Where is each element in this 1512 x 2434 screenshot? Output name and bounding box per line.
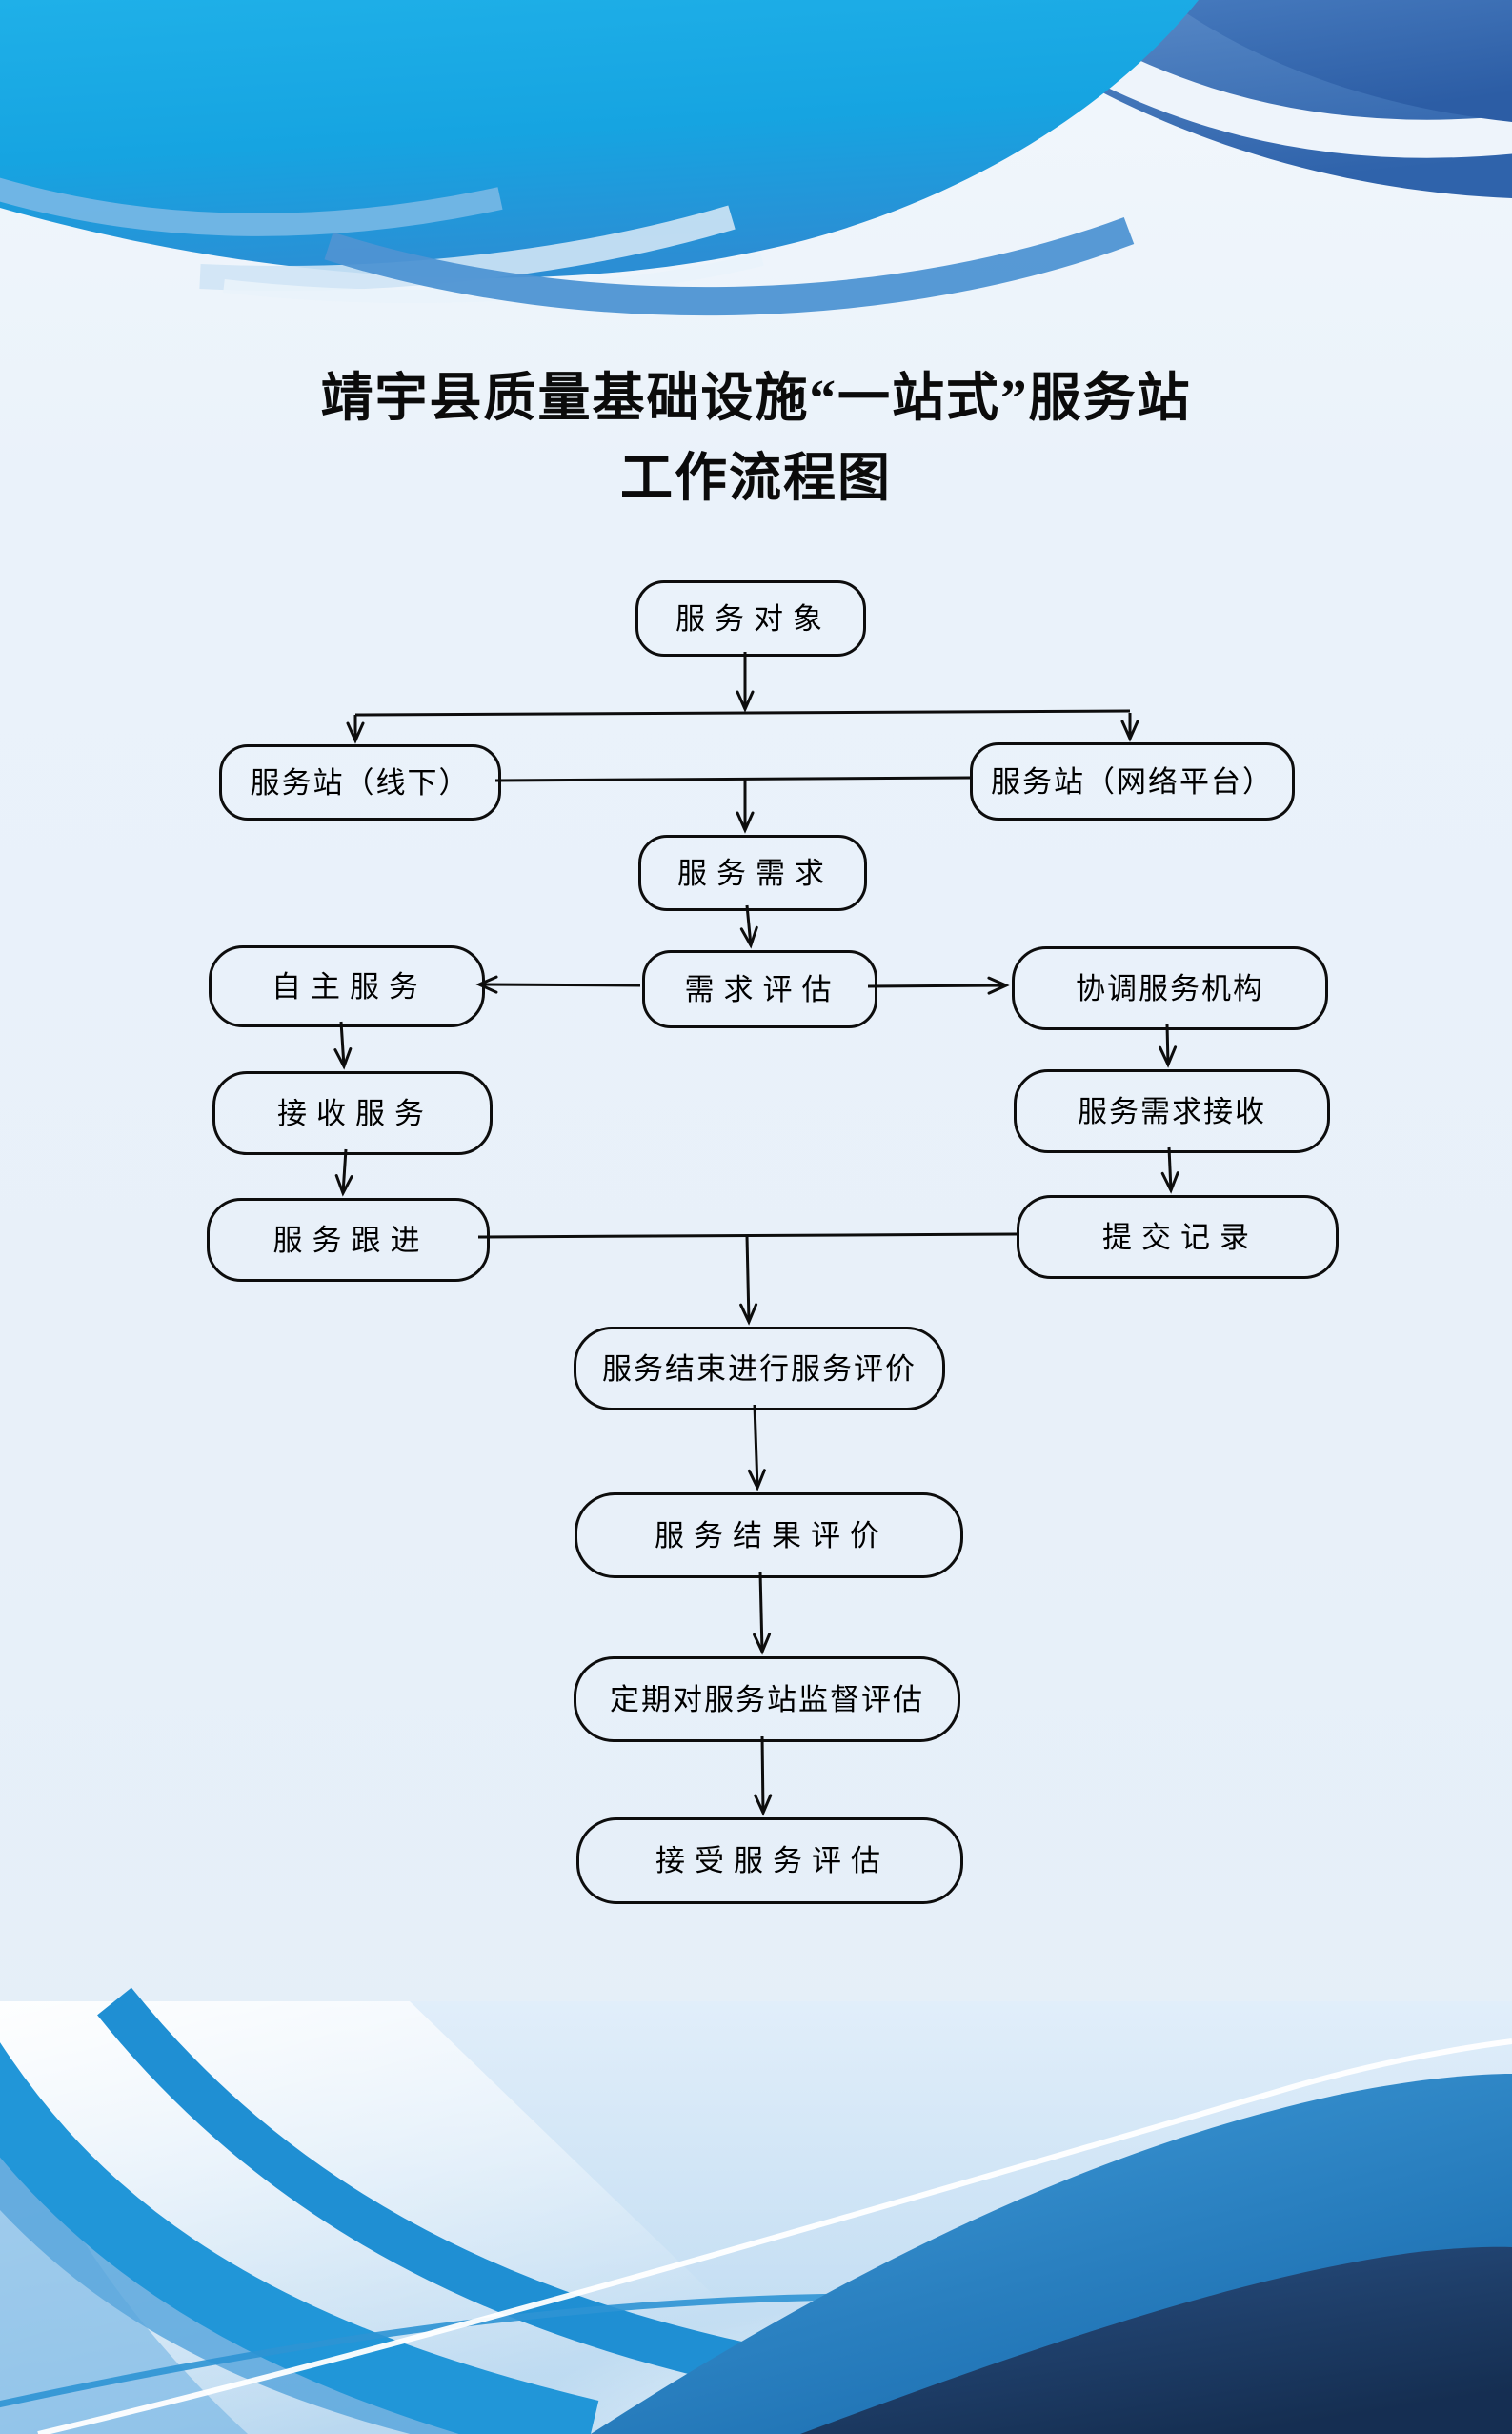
connector-stations-horizontal <box>494 776 971 782</box>
page-title-line1: 靖宇县质量基础设施“一站式”服务站 <box>320 369 1192 427</box>
connector-assessment-to-selfservice <box>475 975 641 994</box>
connector-assessment-to-agency <box>867 976 1010 995</box>
node-accept-assessment: 接受服务评估 <box>576 1817 963 1904</box>
connector-end-to-result <box>747 1404 766 1491</box>
node-self-service: 自主服务 <box>209 945 485 1027</box>
node-service-followup: 服务跟进 <box>207 1198 490 1282</box>
connector-result-to-supervision <box>753 1572 772 1655</box>
top-left-cyan-blob <box>0 0 1199 316</box>
connector-agency-to-reception <box>1159 1024 1178 1068</box>
node-station-offline: 服务站（线下） <box>219 744 501 821</box>
connector-branch-horizontal <box>354 709 1131 717</box>
page-title-line2: 工作流程图 <box>619 449 892 507</box>
bottom-right-wave <box>37 2038 1512 2434</box>
node-coordinate-agency: 协调服务机构 <box>1012 946 1328 1030</box>
node-submit-record: 提交记录 <box>1017 1195 1339 1279</box>
connector-reception-to-record <box>1160 1146 1179 1194</box>
connector-selfservice-to-receive <box>333 1021 353 1070</box>
connector-to-end-evaluation <box>739 1235 758 1326</box>
bottom-background <box>0 2001 1512 2434</box>
node-service-object: 服务对象 <box>635 580 866 657</box>
node-periodic-supervision: 定期对服务站监督评估 <box>574 1656 960 1742</box>
node-demand-assessment: 需求评估 <box>642 950 877 1028</box>
connector-supervision-to-accept <box>754 1735 773 1816</box>
node-end-evaluation: 服务结束进行服务评价 <box>574 1327 945 1410</box>
node-station-online: 服务站（网络平台） <box>970 742 1295 821</box>
node-result-evaluation: 服务结果评价 <box>575 1492 963 1578</box>
top-right-bands <box>958 0 1512 198</box>
connector-followup-record-horizontal <box>477 1232 1018 1239</box>
bottom-left-bands <box>0 1987 1493 2434</box>
node-service-demand: 服务需求 <box>638 835 867 911</box>
node-receive-service: 接收服务 <box>212 1071 493 1155</box>
bottom-wave-decoration <box>0 1987 1512 2434</box>
connector-receive-to-followup <box>334 1148 353 1197</box>
connector-demand-to-assessment <box>739 904 758 949</box>
node-demand-reception: 服务需求接收 <box>1014 1069 1330 1153</box>
